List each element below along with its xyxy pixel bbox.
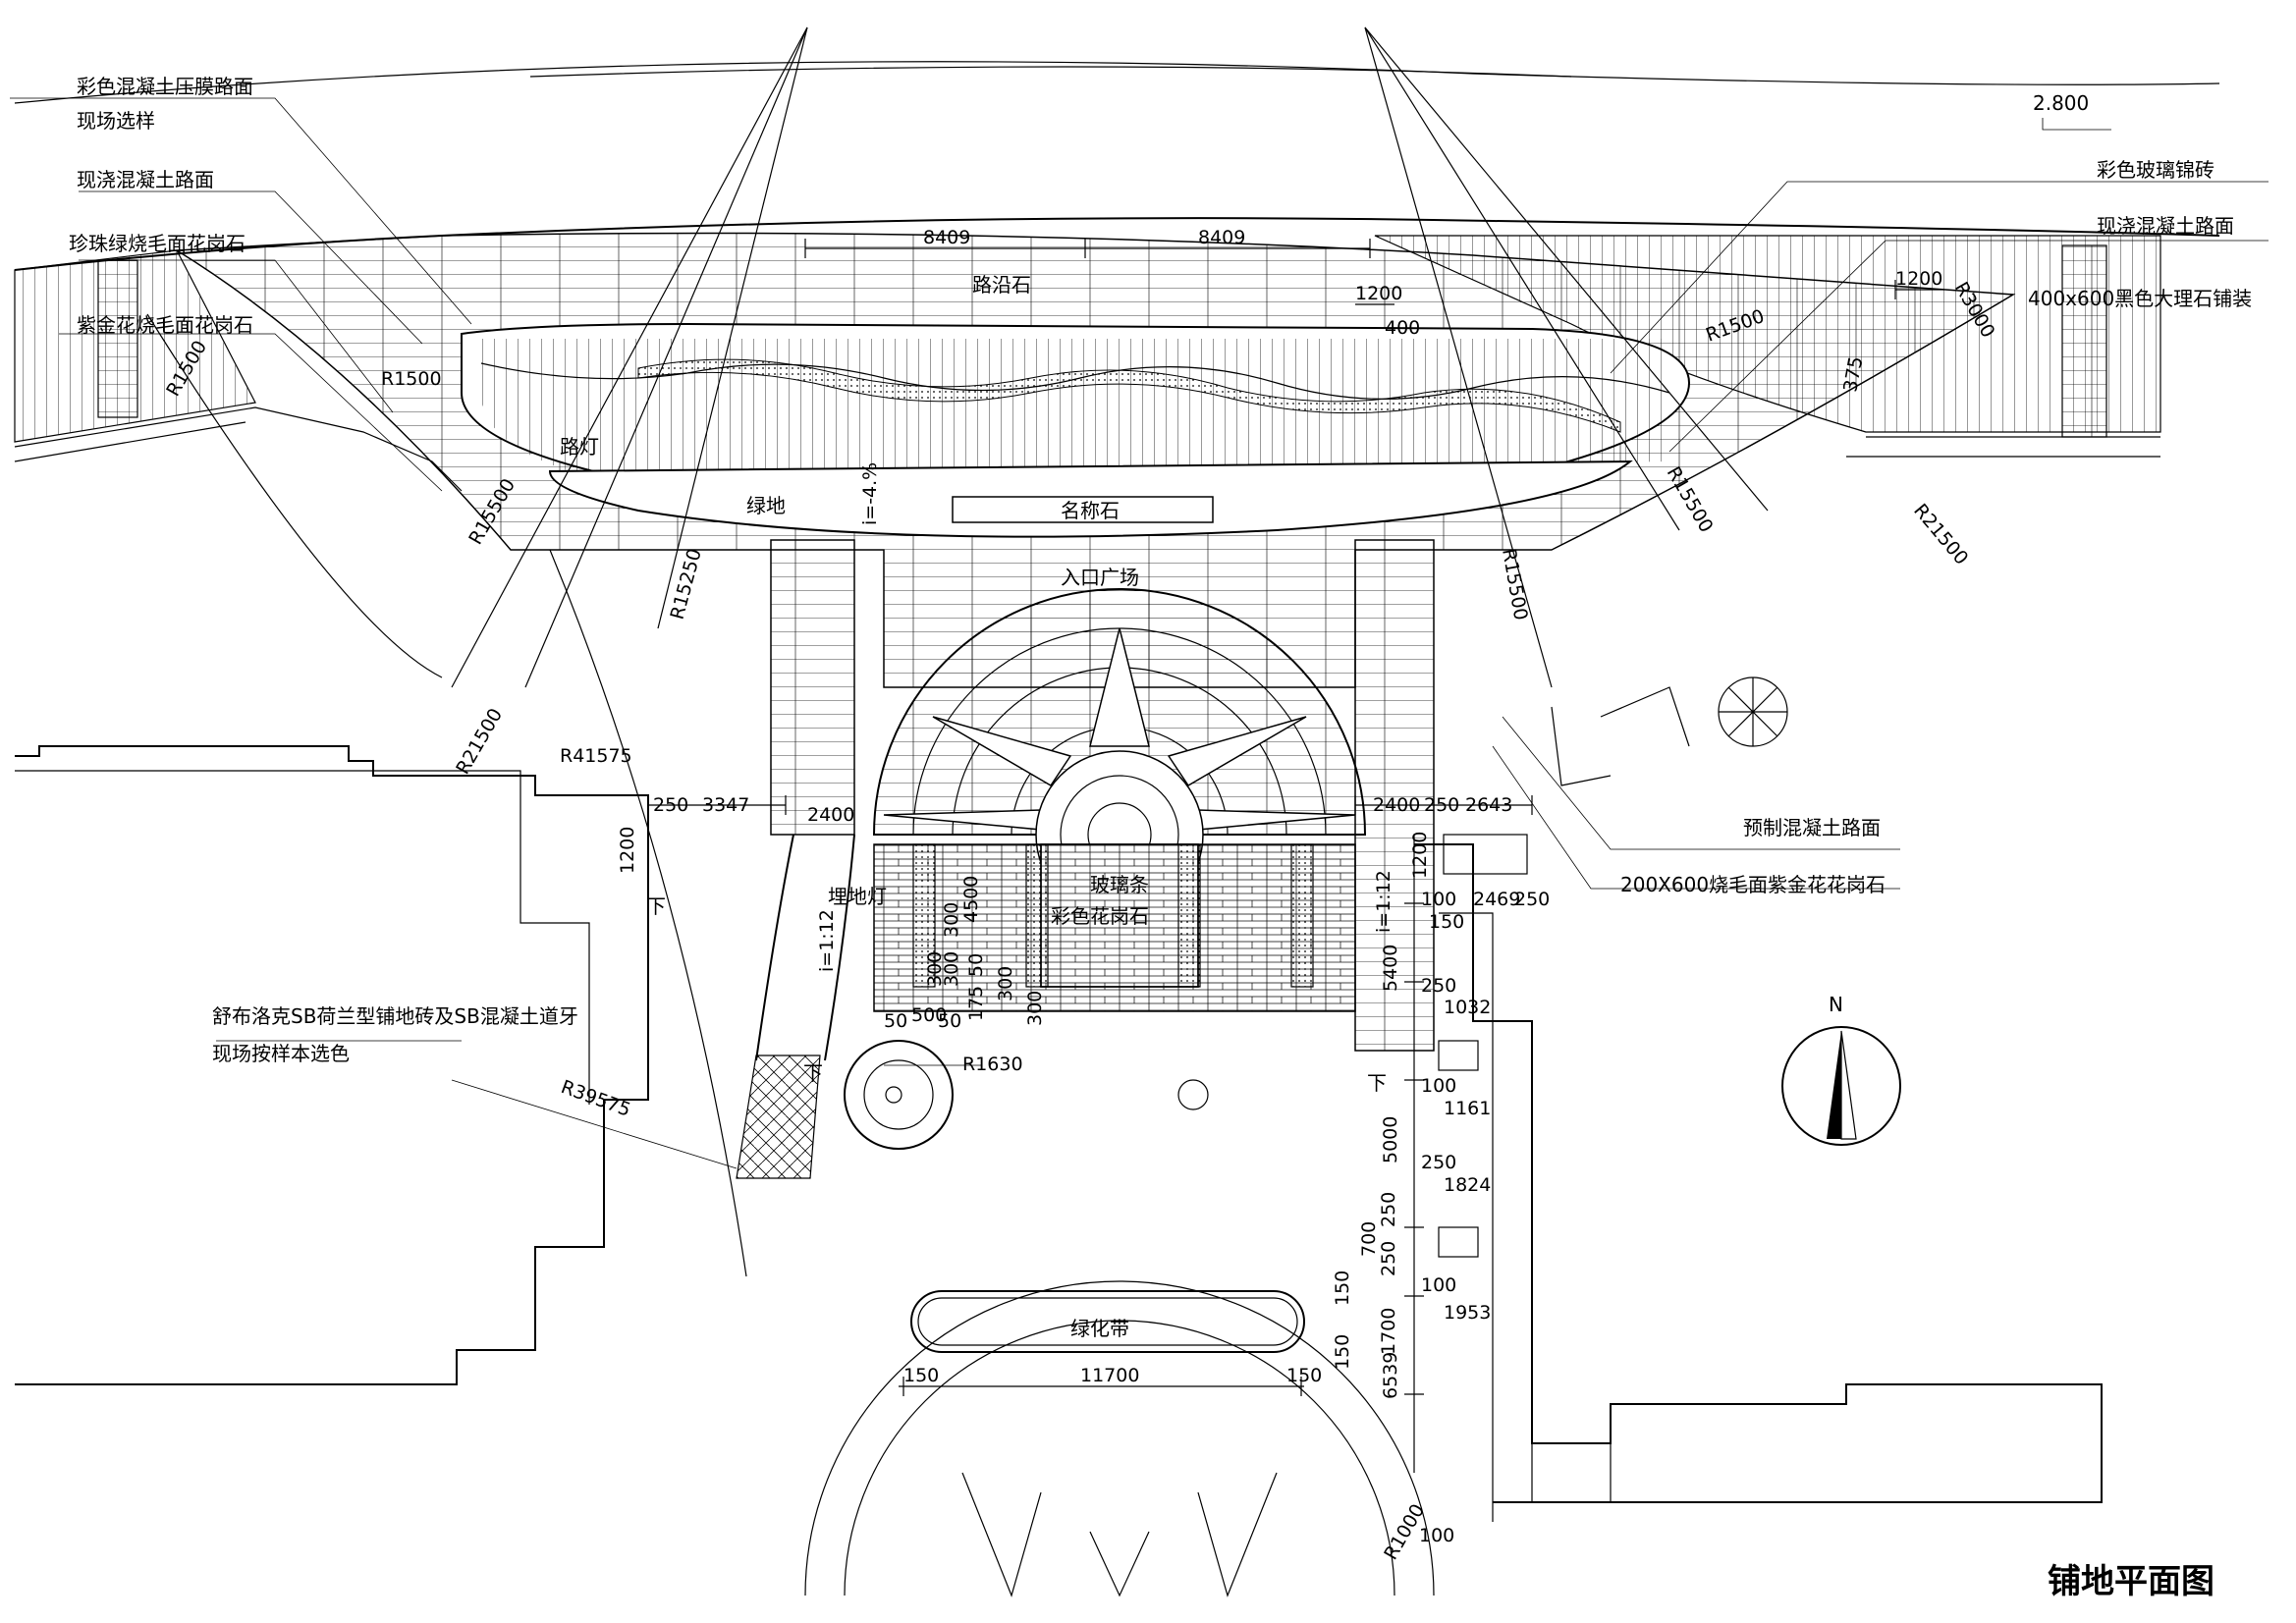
dim-700: 700: [1358, 1221, 1380, 1257]
dim-50-c: 50: [938, 1010, 961, 1032]
dim-4500: 4500: [960, 876, 982, 923]
dim-250-f: 250: [1378, 1192, 1399, 1227]
label-cast-concrete-right: 现浇混凝土路面: [2097, 214, 2234, 238]
label-color-concrete: 彩色混凝土压膜路面: [77, 75, 253, 98]
dim-5000: 5000: [1380, 1116, 1401, 1163]
dim-150-d: 150: [903, 1365, 939, 1386]
dim-r41575: R41575: [560, 745, 632, 767]
annotation-labels: 彩色混凝土压膜路面 现场选样 现浇混凝土路面 珍珠绿烧毛面花岗石 紫金花烧毛面花…: [69, 75, 2252, 1601]
label-street-lamp: 路灯: [560, 435, 599, 459]
dim-r39575: R39575: [558, 1076, 633, 1121]
dim-1200-mid: 1200: [1409, 832, 1431, 879]
label-green-belt: 绿化带: [1070, 1317, 1129, 1340]
dim-6539: 6539: [1380, 1352, 1401, 1399]
dim-50-b: 50: [884, 1010, 907, 1032]
dim-1200-top: 1200: [1355, 283, 1402, 304]
dim-250-e: 250: [1421, 1152, 1456, 1173]
label-down-center: 下: [803, 1061, 823, 1085]
elevation-label: 2.800: [2033, 91, 2089, 115]
label-glass-strip: 玻璃条: [1090, 873, 1149, 896]
dim-175: 175: [965, 986, 987, 1021]
dim-8409-b: 8409: [1198, 227, 1245, 248]
dim-100-a: 100: [1421, 889, 1456, 910]
dim-150-a: 150: [1429, 911, 1464, 933]
dim-slope-12-right: i=1:12: [1373, 870, 1394, 933]
label-glass-mosaic: 彩色玻璃锦砖: [2097, 158, 2214, 182]
dimension-lines: [647, 239, 1944, 1473]
fountain: [736, 1040, 1209, 1179]
dim-100-c: 100: [1421, 1274, 1456, 1296]
label-green-land: 绿地: [746, 494, 786, 517]
dim-r21500-left: R21500: [452, 705, 507, 779]
label-buried-lamp: 埋地灯: [828, 885, 887, 908]
dim-250-d: 250: [1421, 975, 1456, 997]
dim-1032: 1032: [1444, 997, 1491, 1018]
label-pearl-green-granite: 珍珠绿烧毛面花岗石: [69, 232, 246, 255]
dim-r21500-right: R21500: [1909, 500, 1972, 569]
dim-1200-right: 1200: [1895, 268, 1942, 290]
dim-r15250: R15250: [667, 546, 706, 622]
dim-300-c: 300: [941, 951, 962, 987]
label-cast-concrete-left: 现浇混凝土路面: [77, 168, 214, 191]
dim-8409-a: 8409: [923, 227, 970, 248]
dim-r1630: R1630: [962, 1054, 1023, 1075]
leader-lines: [10, 97, 2269, 1169]
label-color-granite: 彩色花岗石: [1051, 904, 1149, 928]
dim-300-e: 300: [1024, 991, 1046, 1026]
label-sb-paver-1: 舒布洛克SB荷兰型铺地砖及SB混凝土道牙: [212, 1004, 578, 1028]
green-belt: [804, 1280, 1435, 1597]
dim-3347: 3347: [702, 794, 749, 816]
dim-300-b: 300: [924, 951, 946, 987]
north-arrow: [1781, 1026, 1901, 1146]
dim-2400-right: 2400: [1373, 794, 1420, 816]
dim-r15500-mid: R15500: [1498, 547, 1531, 622]
left-building: [15, 745, 649, 1385]
dim-400: 400: [1385, 317, 1420, 339]
brick-plaza: [873, 843, 1356, 1012]
dim-250-a: 250: [653, 794, 688, 816]
left-strip-area: [14, 249, 463, 492]
label-down-right: 下: [1367, 1071, 1387, 1095]
dim-500: 500: [911, 1004, 947, 1026]
dim-100-b: 100: [1421, 1075, 1456, 1097]
dim-50-a: 50: [965, 953, 987, 977]
right-building: [1414, 676, 2103, 1522]
label-down-left: 下: [646, 894, 666, 918]
label-black-marble: 400x600黑色大理石铺装: [2028, 287, 2252, 310]
dim-1824: 1824: [1444, 1174, 1491, 1196]
dim-300-a: 300: [941, 902, 962, 938]
dim-2643: 2643: [1465, 794, 1512, 816]
dim-2400-left: 2400: [807, 804, 854, 826]
dim-5400: 5400: [1380, 945, 1401, 992]
dim-r1500-left: R1500: [381, 368, 442, 390]
dim-300-d: 300: [995, 966, 1016, 1001]
dim-11700: 11700: [1080, 1365, 1139, 1386]
label-name-stone: 名称石: [1061, 499, 1120, 522]
dim-250-g: 250: [1378, 1241, 1399, 1276]
dim-slope-4: i=-4.%: [859, 462, 881, 525]
dim-slope-12-left: i=1:12: [816, 909, 838, 972]
label-entrance-plaza: 入口广场: [1061, 566, 1139, 589]
dim-2469: 2469: [1473, 889, 1520, 910]
north-label: N: [1829, 993, 1843, 1016]
dim-150-e: 150: [1286, 1365, 1322, 1386]
label-sb-paver-2: 现场按样本选色: [212, 1042, 350, 1065]
dim-150-b: 150: [1332, 1271, 1353, 1306]
label-site-selection: 现场选样: [77, 109, 155, 133]
dim-1161: 1161: [1444, 1098, 1491, 1119]
label-precast-concrete: 预制混凝土路面: [1743, 816, 1881, 839]
label-curb-stone: 路沿石: [972, 273, 1031, 297]
dim-1200-left: 1200: [617, 827, 638, 874]
label-granite-200x600: 200X600烧毛面紫金花花岗石: [1620, 873, 1886, 896]
dim-1953: 1953: [1444, 1302, 1491, 1324]
drawing-title: 铺地平面图: [2048, 1562, 2214, 1601]
dim-150-c: 150: [1332, 1334, 1353, 1370]
dim-1700: 1700: [1378, 1308, 1399, 1355]
dim-250-b: 250: [1424, 794, 1459, 816]
central-oval: [461, 322, 1691, 538]
dim-250-c: 250: [1514, 889, 1550, 910]
label-purple-gold-granite: 紫金花烧毛面花岗石: [77, 313, 253, 337]
dim-100-d: 100: [1419, 1525, 1454, 1546]
